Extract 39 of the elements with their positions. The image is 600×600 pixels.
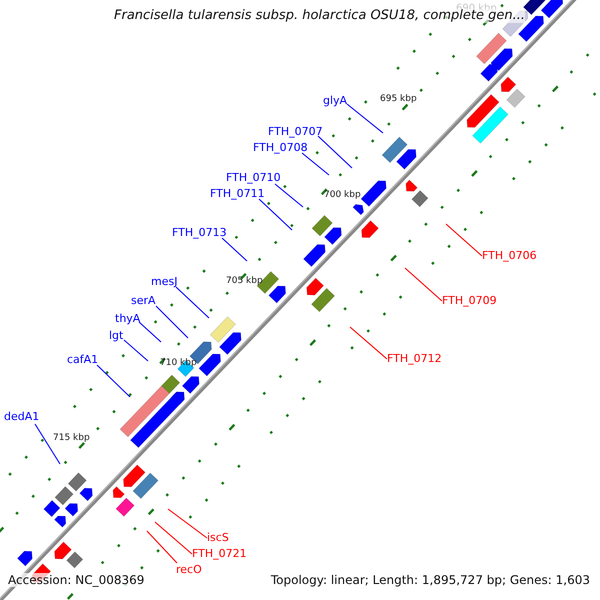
scale-label: 705 kbp bbox=[226, 275, 263, 288]
gene-label: dedA1 bbox=[4, 410, 40, 424]
gene-label: thyA bbox=[115, 312, 140, 326]
gene-label: cafA1 bbox=[67, 353, 98, 367]
leader-line bbox=[346, 104, 384, 134]
scale-label: 715 kbp bbox=[53, 432, 90, 445]
leader-line bbox=[154, 522, 192, 554]
leader-line bbox=[168, 508, 208, 538]
gene-label: iscS bbox=[207, 531, 229, 545]
gene-label: FTH_0710 bbox=[226, 171, 281, 185]
gene-label: serA bbox=[131, 294, 156, 308]
gene-label: FTH_0707 bbox=[268, 125, 323, 139]
gene-label: FTH_0712 bbox=[387, 352, 442, 366]
gene-label: FTH_0721 bbox=[192, 547, 247, 561]
leader-line bbox=[138, 322, 162, 342]
leader-line bbox=[274, 184, 304, 208]
leader-line bbox=[124, 340, 148, 362]
leader-line bbox=[302, 152, 330, 176]
leader-line bbox=[446, 224, 482, 256]
gene-label: FTH_0713 bbox=[172, 226, 227, 240]
gene-label: mesJ bbox=[151, 275, 178, 289]
leader-line bbox=[350, 326, 388, 360]
gene-label: FTH_0711 bbox=[210, 187, 265, 201]
gene-label: FTH_0706 bbox=[482, 249, 537, 263]
gene-label: FTH_0709 bbox=[442, 294, 497, 308]
scale-label: 695 kbp bbox=[380, 93, 417, 106]
gene-label: lgt bbox=[109, 329, 124, 343]
leader-line bbox=[34, 424, 60, 464]
leader-line bbox=[146, 530, 178, 564]
gene-label: FTH_0708 bbox=[253, 141, 308, 155]
leader-line bbox=[258, 198, 292, 230]
leader-line bbox=[404, 268, 442, 302]
scale-label: 700 kbp bbox=[324, 189, 361, 202]
gene-label: glyA bbox=[323, 94, 348, 108]
leader-line bbox=[96, 364, 130, 398]
leader-line bbox=[222, 238, 248, 262]
leader-line bbox=[176, 286, 210, 318]
gene-label: recO bbox=[176, 563, 202, 577]
leader-line bbox=[156, 306, 188, 338]
